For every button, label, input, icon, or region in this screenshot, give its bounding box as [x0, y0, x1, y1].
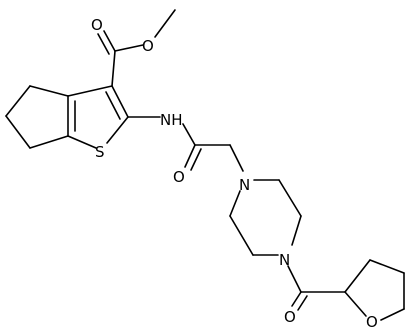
bond-thf-c3-c4: [369, 259, 405, 274]
bond-s-c6a: [67, 135, 97, 149]
bond-thf-c-o-double-b: [297, 295, 308, 311]
bond-c5-c6: [5, 115, 31, 149]
bond-c3-c3a: [67, 85, 113, 97]
bond-amide-c-o-double-a: [184, 144, 196, 168]
bond-c-left-c-bottom-left: [229, 215, 254, 256]
bond-o-carbonyl-c: [114, 44, 144, 52]
bond-c-right-n2: [291, 215, 302, 246]
bond-c4-c5: [5, 85, 31, 117]
bond-ch2-n1: [229, 144, 244, 172]
atom-label-s-thiophene: S: [95, 143, 105, 161]
bond-c6-c6a: [29, 135, 69, 149]
atom-label-o-ester: O: [142, 37, 154, 55]
bond-c3-c2-a: [111, 85, 129, 118]
bond-c-top-right-c-right: [278, 179, 302, 217]
atom-label-n-piperazine-top: N: [239, 176, 250, 194]
atom-label-o-thf-ring: O: [366, 313, 378, 331]
bond-thf-c-o-double-a: [291, 291, 302, 307]
bond-amide-c-o-double-b: [190, 148, 202, 171]
atom-label-o-carbonyl-ester: O: [91, 16, 103, 34]
bond-thf-c2-c3: [344, 259, 371, 293]
bond-nh-carbonyl-c: [182, 123, 196, 146]
bond-carbonyl-c-o-double-b: [97, 33, 110, 55]
bond-n1-c-left: [229, 190, 241, 217]
bond-ester-c-ring: [111, 50, 116, 87]
bond-carbonyl-c-o-double-a: [103, 30, 116, 52]
bond-thf-o-c2: [344, 291, 367, 317]
bond-methyl-o: [154, 9, 176, 38]
atom-label-o-carbonyl-thf: O: [284, 308, 296, 326]
bond-c3a-c4: [29, 85, 69, 97]
atom-label-nh-amide: NH: [160, 111, 183, 129]
atom-label-n-piperazine-bottom: N: [279, 251, 290, 269]
atom-label-o-amide: O: [173, 168, 185, 186]
bond-c3-c2-b: [105, 91, 121, 120]
bond-thf-c5-o: [380, 308, 405, 321]
bond-n2-carbonyl-c: [287, 265, 302, 293]
bond-c2-s: [106, 116, 129, 144]
